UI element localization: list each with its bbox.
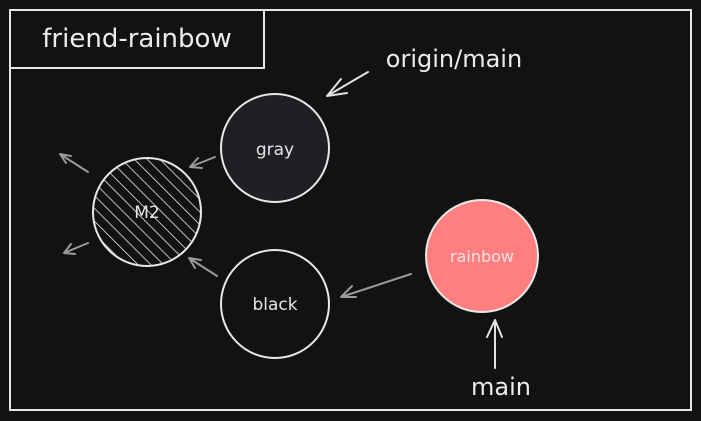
- node-black-circle: [220, 249, 330, 359]
- node-m2: M2: [92, 157, 202, 267]
- edge-m2-parent-lower: [63, 242, 89, 255]
- main-ref: main: [471, 319, 531, 401]
- outer-frame: [9, 9, 692, 411]
- node-m2-label: M2: [134, 203, 159, 223]
- title-box: friend-rainbow: [9, 9, 265, 69]
- edge-m2-parent-upper: [59, 153, 89, 173]
- origin-main-label: origin/main: [386, 45, 522, 73]
- node-black-label: black: [252, 295, 297, 315]
- node-rainbow: rainbow: [425, 199, 539, 313]
- node-gray-circle: [220, 93, 330, 203]
- origin-main-ref: origin/main: [326, 45, 522, 97]
- title-label: friend-rainbow: [42, 24, 231, 54]
- origin-main-arrow: [326, 71, 369, 97]
- node-rainbow-label: rainbow: [450, 247, 514, 266]
- node-m2-circle: [92, 157, 202, 267]
- node-gray-label: gray: [256, 140, 294, 160]
- main-arrow: [486, 319, 503, 369]
- edge-gray-to-m2: [189, 156, 216, 169]
- edge-black-to-m2: [188, 257, 218, 277]
- node-rainbow-circle: [425, 199, 539, 313]
- node-black: black: [220, 249, 330, 359]
- edge-rainbow-to-black: [340, 273, 412, 298]
- node-gray: gray: [220, 93, 330, 203]
- main-label: main: [471, 373, 531, 401]
- title-frame: [9, 9, 265, 69]
